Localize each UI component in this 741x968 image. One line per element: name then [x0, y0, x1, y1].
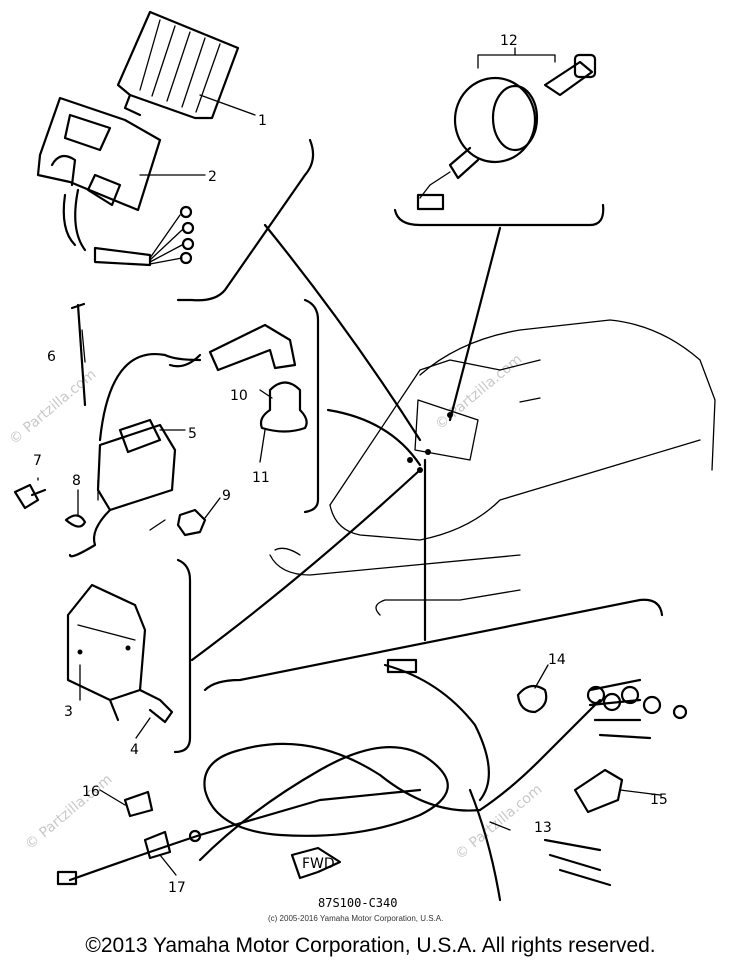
- callout-7: 7: [33, 453, 42, 469]
- callout-11: 11: [252, 470, 270, 486]
- copyright-notice: ©2013 Yamaha Motor Corporation, U.S.A. A…: [85, 934, 656, 957]
- screw-part[interactable]: [108, 688, 174, 724]
- ignition-coil-part[interactable]: [68, 418, 177, 558]
- snowmobile-body: [269, 319, 716, 616]
- sleeve-part[interactable]: [123, 790, 154, 818]
- callout-12: 12: [500, 33, 518, 49]
- routing-line: [448, 226, 502, 422]
- drawing-code: 87S100-C340: [318, 896, 398, 910]
- voltage-regulator-part[interactable]: [66, 583, 147, 702]
- bolt-part[interactable]: [13, 483, 47, 510]
- main-switch-part[interactable]: [416, 53, 597, 211]
- group-boundary: [393, 203, 605, 227]
- callout-13: 13: [534, 820, 552, 836]
- callout-1: 1: [258, 113, 267, 129]
- callout-15: 15: [650, 792, 668, 808]
- callout-2: 2: [208, 169, 217, 185]
- watermark: © Partzilla.com: [6, 366, 99, 448]
- callout-9: 9: [222, 488, 231, 504]
- plug-boot-part[interactable]: [259, 381, 308, 433]
- callout-8: 8: [72, 473, 81, 489]
- group-boundary: [173, 558, 192, 754]
- callout-14: 14: [548, 652, 566, 668]
- fwd-label: FWD: [302, 856, 335, 872]
- callout-3: 3: [64, 704, 73, 720]
- group-boundary: [303, 298, 320, 514]
- small-copyright: (c) 2005-2016 Yamaha Motor Corporation, …: [268, 914, 444, 923]
- routing-line: [190, 468, 422, 662]
- callout-6: 6: [47, 349, 56, 365]
- connector-part[interactable]: [573, 768, 624, 814]
- callout-4: 4: [130, 742, 139, 758]
- watermark: © Partzilla.com: [432, 351, 525, 433]
- routing-line: [263, 223, 422, 442]
- bracket-part[interactable]: [36, 96, 195, 267]
- clamp-part[interactable]: [143, 829, 202, 860]
- watermark: © Partzilla.com: [452, 781, 545, 863]
- grommet-part[interactable]: [516, 684, 548, 714]
- callout-10: 10: [230, 388, 248, 404]
- nut-part[interactable]: [176, 508, 207, 537]
- callout-leaders: [37, 329, 661, 876]
- leader-line: [477, 54, 556, 69]
- callout-16: 16: [82, 784, 100, 800]
- routing-line: [326, 408, 422, 467]
- fwd-arrow-tag: FWD: [290, 846, 342, 880]
- watermark: © Partzilla.com: [22, 771, 115, 853]
- callout-5: 5: [188, 426, 197, 442]
- group-boundary: [176, 138, 315, 302]
- callout-17: 17: [168, 880, 186, 896]
- plug-cap-part[interactable]: [98, 323, 297, 442]
- spark-plug-lead-part[interactable]: [70, 302, 87, 407]
- cdi-unit-part[interactable]: [116, 10, 240, 120]
- group-boundary: [203, 598, 664, 692]
- leader-line: [199, 94, 256, 116]
- washer-part[interactable]: [64, 514, 87, 528]
